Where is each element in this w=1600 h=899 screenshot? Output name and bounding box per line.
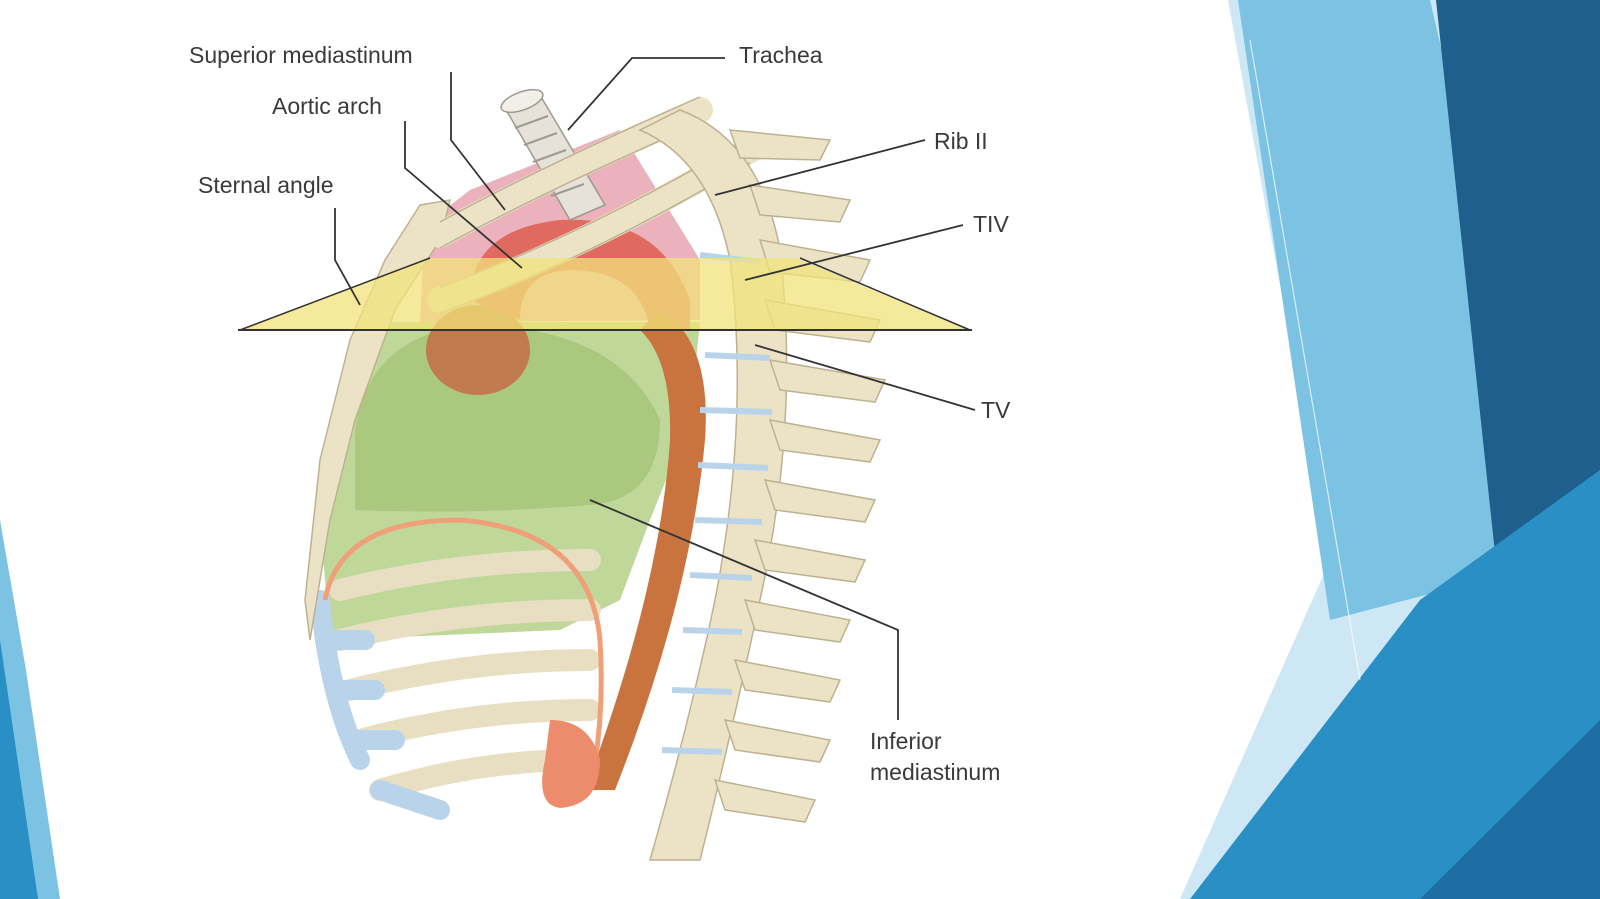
theme-decoration-left (0, 520, 60, 899)
label-inferior-mediastinum-line2: mediastinum (870, 759, 1000, 785)
label-tv: TV (981, 397, 1011, 423)
label-inferior-mediastinum-line1: Inferior (870, 728, 942, 754)
aortic-arch-shape (470, 219, 690, 330)
costal-cartilages (310, 590, 450, 820)
descending-aorta (585, 310, 706, 790)
diaphragm-crus (542, 720, 600, 808)
label-sternal-angle: Sternal angle (198, 172, 334, 198)
leader-lines (334, 57, 976, 720)
thorax-illustration (304, 88, 887, 861)
label-superior-mediastinum: Superior mediastinum (189, 42, 413, 68)
label-rib-ii: Rib II (934, 128, 988, 154)
label-aortic-arch: Aortic arch (272, 93, 382, 119)
plane-edge-right (799, 257, 971, 331)
theme-decoration-right (1180, 0, 1600, 899)
diaphragm-outline (322, 517, 604, 791)
heart-shape (355, 325, 660, 512)
label-trachea: Trachea (739, 42, 823, 68)
trachea-shape (500, 88, 607, 221)
label-tiv: TIV (973, 211, 1009, 237)
transverse-thoracic-plane (240, 258, 970, 330)
plane-edge-left (239, 257, 431, 331)
